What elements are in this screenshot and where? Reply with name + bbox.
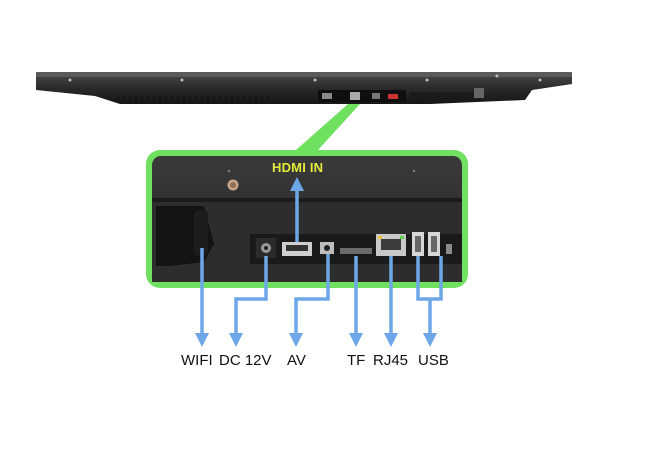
monitor-edge-view — [36, 72, 572, 104]
callout-connector — [296, 104, 360, 150]
screw-dots — [68, 74, 542, 82]
port-cluster-small — [318, 90, 406, 102]
zoom-panel — [146, 150, 468, 288]
port-label-av: AV — [287, 352, 306, 369]
port-label-usb: USB — [418, 352, 449, 369]
port-label-wifi: WIFI — [181, 352, 213, 369]
vent-slots — [117, 96, 269, 102]
arrow-av — [289, 254, 330, 347]
tf-slot — [340, 248, 372, 254]
hdmi-in-label: HDMI IN — [272, 160, 324, 175]
port-label-tf: TF — [347, 352, 366, 369]
port-label-rj45: RJ45 — [373, 352, 409, 369]
callout-arrows — [195, 177, 443, 347]
port-label-dc: DC 12V — [219, 352, 272, 369]
arrow-dc — [229, 256, 268, 347]
